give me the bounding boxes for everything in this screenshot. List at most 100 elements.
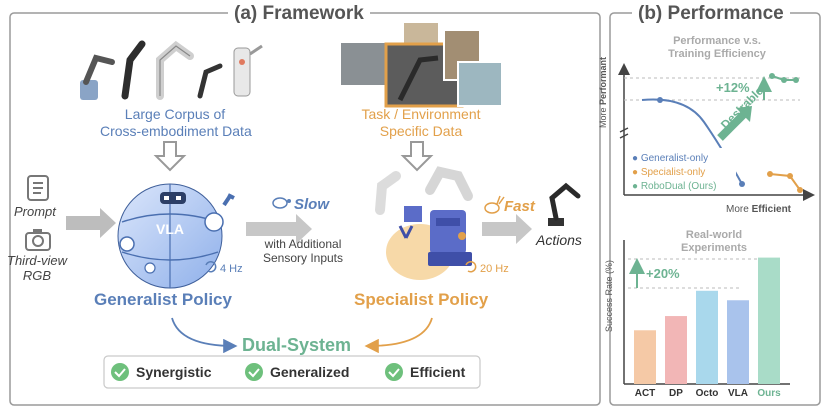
generalist-cycle-icon — [205, 261, 217, 273]
input-arrow — [66, 208, 116, 238]
bar-ours — [758, 257, 780, 384]
framework-title: (a) Framework — [228, 3, 370, 25]
widowx-arm-icon — [197, 63, 223, 99]
bar-octo — [696, 290, 718, 384]
bar-chart-ylabel: Success Rate (%) — [604, 259, 614, 332]
generalist-label: Generalist Policy — [94, 290, 232, 309]
vla-robot-icon — [117, 183, 235, 289]
specialist-label: Specialist Policy — [354, 290, 489, 309]
legend-item: ● RoboDual (Ours) — [632, 181, 717, 192]
legend-label: Specialist-only — [640, 167, 706, 178]
corpus-label-line: Large Corpus of — [124, 106, 226, 122]
xlabel-efficient: Efficient — [751, 204, 792, 215]
bar-chart-annotation: +20% — [646, 266, 680, 281]
specialist-cycle-icon — [465, 261, 477, 273]
chart-legend — [626, 148, 736, 194]
check-icon — [385, 363, 403, 381]
specialist-to-dual-arrow — [364, 317, 433, 354]
bar-category-label: VLA — [728, 388, 748, 399]
efficiency-title-line: Performance v.s. — [673, 35, 761, 47]
check-icon — [111, 363, 129, 381]
performance-title: (b) Performance — [632, 3, 790, 25]
badge-synergistic: Synergistic — [136, 364, 212, 380]
bar-chart — [623, 240, 790, 385]
ylabel-more: More — [598, 107, 608, 128]
legend-item: ● Specialist-only — [632, 167, 706, 178]
legend-label: RoboDual (Ours) — [640, 181, 717, 192]
sensory-label-line: with Additional — [264, 237, 342, 251]
generalist-point — [739, 181, 745, 187]
efficiency-title-line: Training Efficiency — [668, 48, 766, 60]
rgb-label: Third-view RGB — [6, 253, 68, 283]
kinova-arm-icon — [121, 40, 146, 100]
rabbit-icon — [484, 195, 505, 214]
mobile-robot-icon — [233, 44, 263, 97]
specialist-curve — [769, 173, 801, 191]
sensory-label: with Additional Sensory Inputs — [248, 237, 358, 265]
specialist-point — [787, 173, 793, 179]
badge-generalized: Generalized — [270, 364, 350, 380]
xlabel-more: More — [726, 204, 752, 215]
slow-label: Slow — [294, 196, 330, 213]
vla-label: VLA — [156, 221, 184, 237]
robodual-point — [781, 77, 787, 83]
document-icon — [27, 175, 49, 201]
bar-category-label: Ours — [757, 388, 781, 399]
actions-label: Actions — [536, 232, 582, 248]
turtle-icon — [272, 197, 291, 209]
specialist-point — [797, 187, 803, 193]
specialist-hz: 20 Hz — [480, 263, 509, 275]
bar-category-label: DP — [669, 388, 683, 399]
rgb-label-line: Third-view — [7, 253, 67, 268]
task-label: Task / Environment Specific Data — [346, 106, 496, 140]
efficiency-ylabel: More Performant — [598, 57, 608, 128]
corpus-label-line: Cross-embodiment Data — [100, 123, 252, 139]
badge-efficient: Efficient — [410, 364, 466, 380]
badges-box — [103, 355, 481, 389]
ur-arm-icon — [80, 54, 115, 100]
dual-system-label: Dual-System — [242, 335, 352, 355]
bar-category-label: ACT — [634, 388, 656, 399]
legend-item: ● Generalist-only — [632, 153, 709, 164]
bar-vla — [727, 300, 749, 384]
check-icon — [245, 363, 263, 381]
rgb-label-line: RGB — [22, 268, 52, 283]
corpus-label: Large Corpus of Cross-embodiment Data — [100, 106, 252, 140]
bar-chart-title: Real-world Experiments — [680, 229, 748, 254]
bar-dp — [665, 316, 687, 384]
slow-arrow — [246, 214, 312, 244]
generalist-to-dual-arrow — [171, 317, 238, 354]
task-label-line: Specific Data — [379, 123, 463, 139]
efficiency-chart-title: Performance v.s. Training Efficiency — [652, 35, 782, 61]
bar-act — [634, 330, 656, 384]
axis-break — [619, 127, 629, 139]
efficiency-chart — [618, 63, 815, 201]
specialist-point — [767, 171, 773, 177]
desirable-arrow — [717, 111, 747, 141]
robodual-point — [769, 73, 775, 79]
legend-label: Generalist-only — [640, 153, 709, 164]
corpus-down-arrow — [153, 141, 187, 172]
generalist-hz: 4 Hz — [220, 263, 243, 275]
sensory-label-line: Sensory Inputs — [262, 251, 344, 265]
fast-label: Fast — [504, 198, 535, 215]
ylabel-performant: Performant — [598, 56, 608, 105]
chart-legend-items: ● Generalist-only ● Specialist-only ● Ro… — [632, 152, 716, 194]
specialist-robot-icon — [375, 166, 473, 280]
generalist-point — [657, 97, 663, 103]
efficiency-xlabel: More Efficient — [726, 204, 791, 215]
task-photos — [339, 21, 503, 108]
robodual-point — [793, 77, 799, 83]
fast-arrow — [482, 214, 532, 244]
camera-icon — [25, 229, 51, 251]
task-label-line: Task / Environment — [361, 106, 481, 122]
task-down-arrow — [400, 141, 434, 172]
desirable-arrow-head — [736, 106, 752, 122]
action-robot-icon — [548, 182, 581, 226]
robot-corpus-icons — [80, 40, 263, 100]
bar-category-label: Octo — [695, 388, 719, 399]
efficiency-gain-label: +12% — [716, 80, 750, 95]
prompt-label: Prompt — [14, 204, 56, 219]
franka-arm-icon — [156, 40, 194, 100]
